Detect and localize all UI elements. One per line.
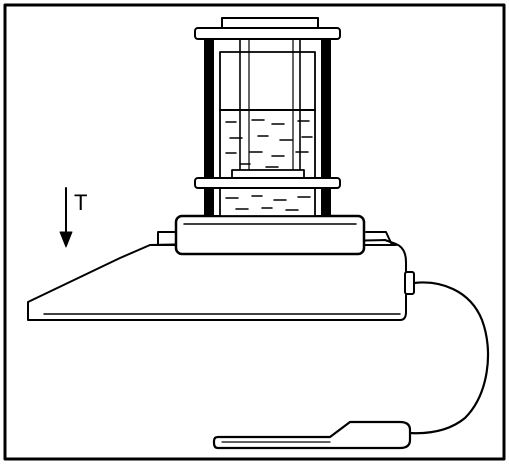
platform-plate — [174, 214, 366, 256]
frame-border — [3, 3, 506, 461]
right-post — [322, 36, 331, 216]
support-ring — [194, 177, 341, 189]
base-housing — [27, 239, 407, 321]
base-right-ledge — [365, 231, 393, 246]
temperature-label: T — [74, 190, 87, 215]
cable-connector — [404, 271, 415, 295]
temperature-arrow — [59, 187, 73, 248]
probe-cable — [406, 281, 490, 435]
handheld-probe — [212, 420, 412, 450]
top-cap-knob — [221, 17, 319, 29]
liquid-dashes-lower — [225, 195, 311, 211]
left-post — [204, 36, 213, 216]
liquid-dashes-upper — [225, 119, 313, 168]
top-cap-plate — [194, 27, 341, 40]
base-left-ledge — [157, 231, 179, 246]
